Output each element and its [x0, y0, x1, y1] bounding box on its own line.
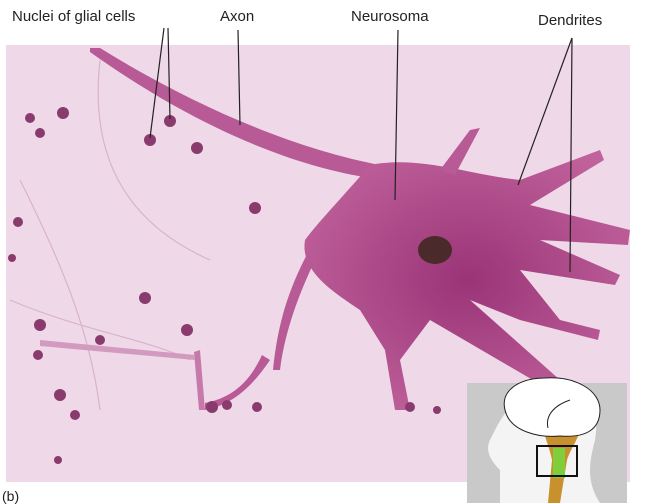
- leader-lines: [149, 27, 573, 273]
- nucleus: [418, 236, 452, 264]
- glial-nuclei: [8, 107, 441, 464]
- neuron: [40, 48, 630, 410]
- label-axon: Axon: [220, 8, 255, 25]
- label-dendrites: Dendrites: [538, 12, 603, 29]
- label-neurosoma: Neurosoma: [351, 8, 429, 25]
- region-box: [536, 445, 578, 477]
- spinal-cord: [553, 448, 565, 478]
- panel-letter: (b): [2, 488, 20, 504]
- brain-outline: [503, 377, 601, 437]
- neurosoma: [304, 150, 630, 410]
- axon: [90, 48, 385, 180]
- orientation-inset: [467, 377, 627, 503]
- dendrite-top: [440, 128, 480, 175]
- label-nuclei-of-glial-cells: Nuclei of glial cells: [12, 8, 136, 25]
- dendrite-left: [273, 245, 320, 370]
